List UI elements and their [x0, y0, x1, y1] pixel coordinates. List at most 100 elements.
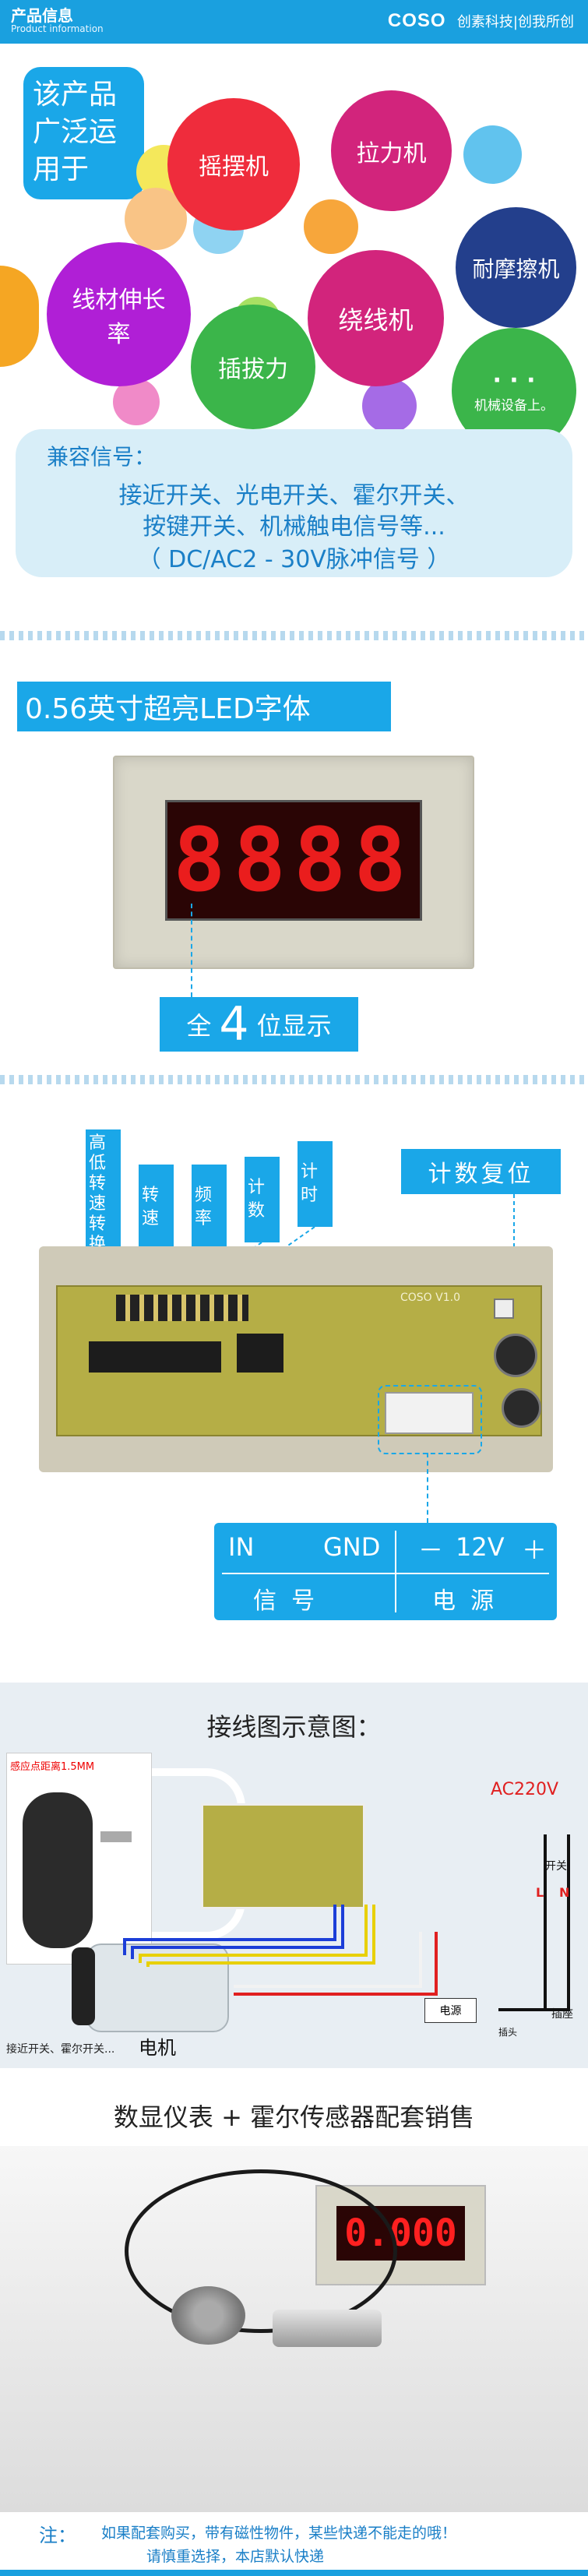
terminal-power: 电 源 [432, 1588, 495, 1615]
app-label-abrasion: 耐摩擦机 [472, 255, 560, 282]
reset-button[interactable] [494, 1299, 514, 1319]
app-bubble-elongation: 线材伸长率 [47, 242, 191, 386]
app-bubble-swing: 摇摆机 [167, 98, 300, 231]
sensor-cable [125, 2169, 397, 2333]
brand-logo: COSO 创素科技|创我所创 [388, 9, 574, 32]
psu-box: 电源 [424, 1998, 477, 2023]
wave-divider [0, 631, 588, 640]
terminal-pointer [427, 1453, 428, 1523]
digit-count-prefix: 全 [186, 1011, 212, 1041]
intro-box: 该产品广泛运用于 [23, 67, 144, 199]
power-source-label: AC220V [491, 1780, 559, 1799]
note-line-2: 请慎重选择，本店默认快递 [146, 2548, 325, 2565]
compatible-line-2: 按键开关、机械触电信号等... [143, 513, 445, 541]
font-size-text: 0.56英寸超亮LED字体 [25, 693, 311, 725]
terminal-highlight [378, 1385, 482, 1454]
terminal-vline [395, 1531, 396, 1612]
capacitor-1 [494, 1334, 537, 1377]
pcb-board: COSO V1.0 [56, 1285, 542, 1436]
note-line-1: 如果配套购买，带有磁性物件，某些快递不能走的哦！ [101, 2525, 457, 2542]
bundle-title: 数显仪表 + 霍尔传感器配套销售 [113, 2102, 475, 2132]
app-label-machinery: 机械设备上。 [474, 398, 554, 414]
tag-reset-text: 计数复位 [428, 1161, 534, 1188]
plug-label: 插座 [551, 2008, 573, 2021]
pulley-shape [23, 1792, 93, 1948]
ic-chip-small [237, 1334, 283, 1373]
app-label-tension: 拉力机 [356, 139, 427, 167]
header-title: 产品信息 [11, 6, 73, 25]
bundle-photo: 0.000 [0, 2146, 588, 2512]
app-label-winding: 绕线机 [338, 305, 414, 335]
led-window: 8888 [165, 800, 422, 921]
header-bar: 产品信息 Product information COSO 创素科技|创我所创 [0, 0, 588, 44]
compatible-title: 兼容信号： [47, 444, 157, 470]
deco-bubble-orange [0, 266, 39, 367]
ic-chip [89, 1341, 221, 1373]
wiring-title: 接线图示意图： [206, 1712, 382, 1742]
app-bubble-tension: 拉力机 [331, 90, 452, 211]
terminal-connector [385, 1392, 474, 1434]
footer-bar [0, 2570, 588, 2576]
terminal-table: IN GND － 12V ＋ 信 号 电 源 [214, 1523, 557, 1620]
tag-count: 计数 [245, 1157, 280, 1242]
tag-rpm-text: 转速 [142, 1186, 160, 1228]
capacitor-2 [502, 1388, 541, 1428]
digit-count-number: 4 [219, 997, 249, 1052]
pointer-line [191, 904, 192, 997]
tag-frequency: 频率 [192, 1165, 227, 1250]
meter-diagram [201, 1803, 365, 1909]
wiring-section: 接线图示意图： 感应点距离1.5MM 电机 接近开关、霍尔开关... AC220… [0, 1683, 588, 2068]
pulley-diagram [72, 1947, 95, 2025]
psu-label: 电源 [439, 2005, 462, 2017]
bundle-section: 数显仪表 + 霍尔传感器配套销售 0.000 注： 如果配套购买，带有磁性物件，… [0, 2068, 588, 2576]
board-section: 高低转速转换 转速 频率 计数 计时 计数复位 COSO V1.0 IN GND… [0, 1075, 588, 1683]
note-label: 注： [39, 2525, 76, 2546]
tag-speed-switch: 高低转速转换 [86, 1129, 121, 1258]
display-section: 0.56英寸超亮LED字体 8888 全 4 位显示 [0, 623, 588, 1075]
deco-bubble-cyan [463, 125, 522, 184]
terminal-plus: ＋ [522, 1535, 548, 1565]
tag-speed-switch-text: 高低转速转换 [89, 1133, 107, 1254]
terminal-gnd: GND [323, 1532, 381, 1562]
sensor-label: 接近开关、霍尔开关... [6, 2043, 115, 2056]
intro-text: 该产品广泛运用于 [33, 79, 118, 185]
meter-front-panel: 8888 [113, 756, 474, 969]
wiring-lines [123, 1834, 570, 2011]
tag-frequency-text: 频率 [195, 1186, 213, 1228]
wave-divider [0, 1075, 588, 1084]
app-label-swing: 摇摆机 [199, 153, 269, 181]
terminal-hline [222, 1573, 549, 1574]
compatible-line-3: （ DC/AC2 - 30V脉冲信号 ） [137, 546, 451, 573]
tag-timing: 计时 [298, 1141, 333, 1227]
deco-bubble-pink [113, 379, 160, 425]
magnets [171, 2286, 245, 2345]
terminal-voltage: 12V [456, 1532, 505, 1562]
compatible-line-1: 接近开关、光电开关、霍尔开关、 [118, 482, 470, 509]
tag-rpm: 转速 [139, 1165, 174, 1250]
brand-name: COSO [387, 10, 446, 31]
terminal-minus: － [418, 1535, 444, 1565]
deco-bubble-purple [362, 379, 417, 433]
terminal-signal: 信 号 [253, 1588, 315, 1615]
terminal-in: IN [228, 1532, 255, 1562]
plug-head-label: 插头 [498, 2027, 518, 2038]
motor-label: 电机 [139, 2037, 176, 2059]
app-label-elongation: 线材伸长率 [72, 286, 166, 348]
led-digits: 8888 [173, 809, 414, 911]
application-section: 该产品广泛运用于 摇摆机 拉力机 耐摩擦机 线材伸长率 绕线机 插拔力 · · … [0, 44, 588, 623]
digit-count-suffix: 位显示 [256, 1011, 332, 1041]
n-label: N [559, 1885, 570, 1900]
app-bubble-winding: 绕线机 [308, 250, 444, 386]
font-size-label: 0.56英寸超亮LED字体 [17, 682, 391, 731]
tag-count-text: 计数 [248, 1178, 266, 1221]
compatible-signal-box: 兼容信号： 接近开关、光电开关、霍尔开关、 按键开关、机械触电信号等... （ … [16, 429, 572, 577]
app-dots: · · · [492, 367, 536, 394]
deco-bubble-orange2 [304, 199, 358, 254]
brand-slogan: 创素科技|创我所创 [456, 14, 574, 30]
pulley-photo: 感应点距离1.5MM [6, 1753, 152, 1965]
distance-note: 感应点距离1.5MM [10, 1761, 95, 1773]
digit-count-label: 全 4 位显示 [160, 997, 358, 1052]
tag-reset: 计数复位 [401, 1149, 561, 1194]
switch-label: 开关 [545, 1860, 567, 1873]
header-subtitle: Product information [11, 23, 104, 34]
